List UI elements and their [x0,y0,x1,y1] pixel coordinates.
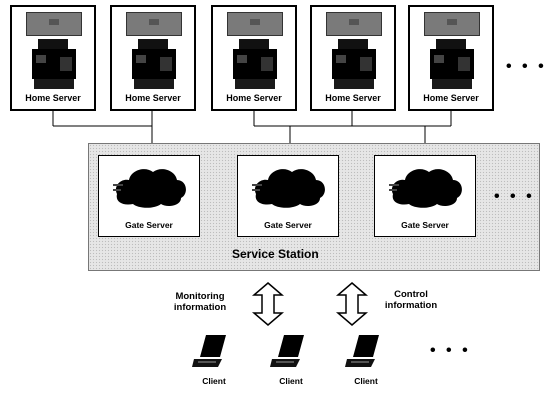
client-label: Client [279,376,303,386]
laptop-icon [345,335,379,367]
home-server-1: Home Server [10,5,96,111]
gate-server-label: Gate Server [125,220,173,230]
cloud-icon [252,169,325,208]
double-arrow-icon [335,282,369,326]
laptop-icon [270,335,304,367]
laptop-icon [192,335,226,367]
service-station-label: Service Station [232,247,319,261]
appliance-icon [332,39,376,89]
gate-server-1: Gate Server [98,155,200,237]
home-server-3: Home Server [211,5,297,111]
home-server-5: Home Server [408,5,494,111]
cloud-icon [113,169,186,208]
client-label: Client [202,376,226,386]
monitoring-label-line2: information [173,302,227,313]
appliance-icon [430,39,474,89]
gate-server-ellipsis: • • • [494,188,535,205]
gate-server-2: Gate Server [237,155,339,237]
monitor-icon [126,12,182,36]
double-arrow-icon [251,282,285,326]
home-server-label: Home Server [226,93,282,103]
home-server-label: Home Server [325,93,381,103]
monitoring-info-label: Monitoring information [167,291,233,313]
monitor-icon [26,12,82,36]
monitor-icon [326,12,382,36]
home-server-ellipsis: • • • [506,58,544,75]
control-label-line2: information [384,300,438,311]
appliance-icon [32,39,76,89]
monitoring-label-line1: Monitoring [175,291,225,302]
home-server-label: Home Server [25,93,81,103]
gate-server-3: Gate Server [374,155,476,237]
appliance-icon [132,39,176,89]
gate-server-label: Gate Server [264,220,312,230]
cloud-icon [389,169,462,208]
client-label: Client [354,376,378,386]
monitor-icon [424,12,480,36]
home-server-label: Home Server [423,93,479,103]
home-server-label: Home Server [125,93,181,103]
client-ellipsis: • • • [430,342,471,359]
home-server-2: Home Server [110,5,196,111]
monitor-icon [227,12,283,36]
home-server-4: Home Server [310,5,396,111]
control-label-line1: Control [394,289,428,300]
control-info-label: Control information [378,289,444,311]
gate-server-label: Gate Server [401,220,449,230]
appliance-icon [233,39,277,89]
